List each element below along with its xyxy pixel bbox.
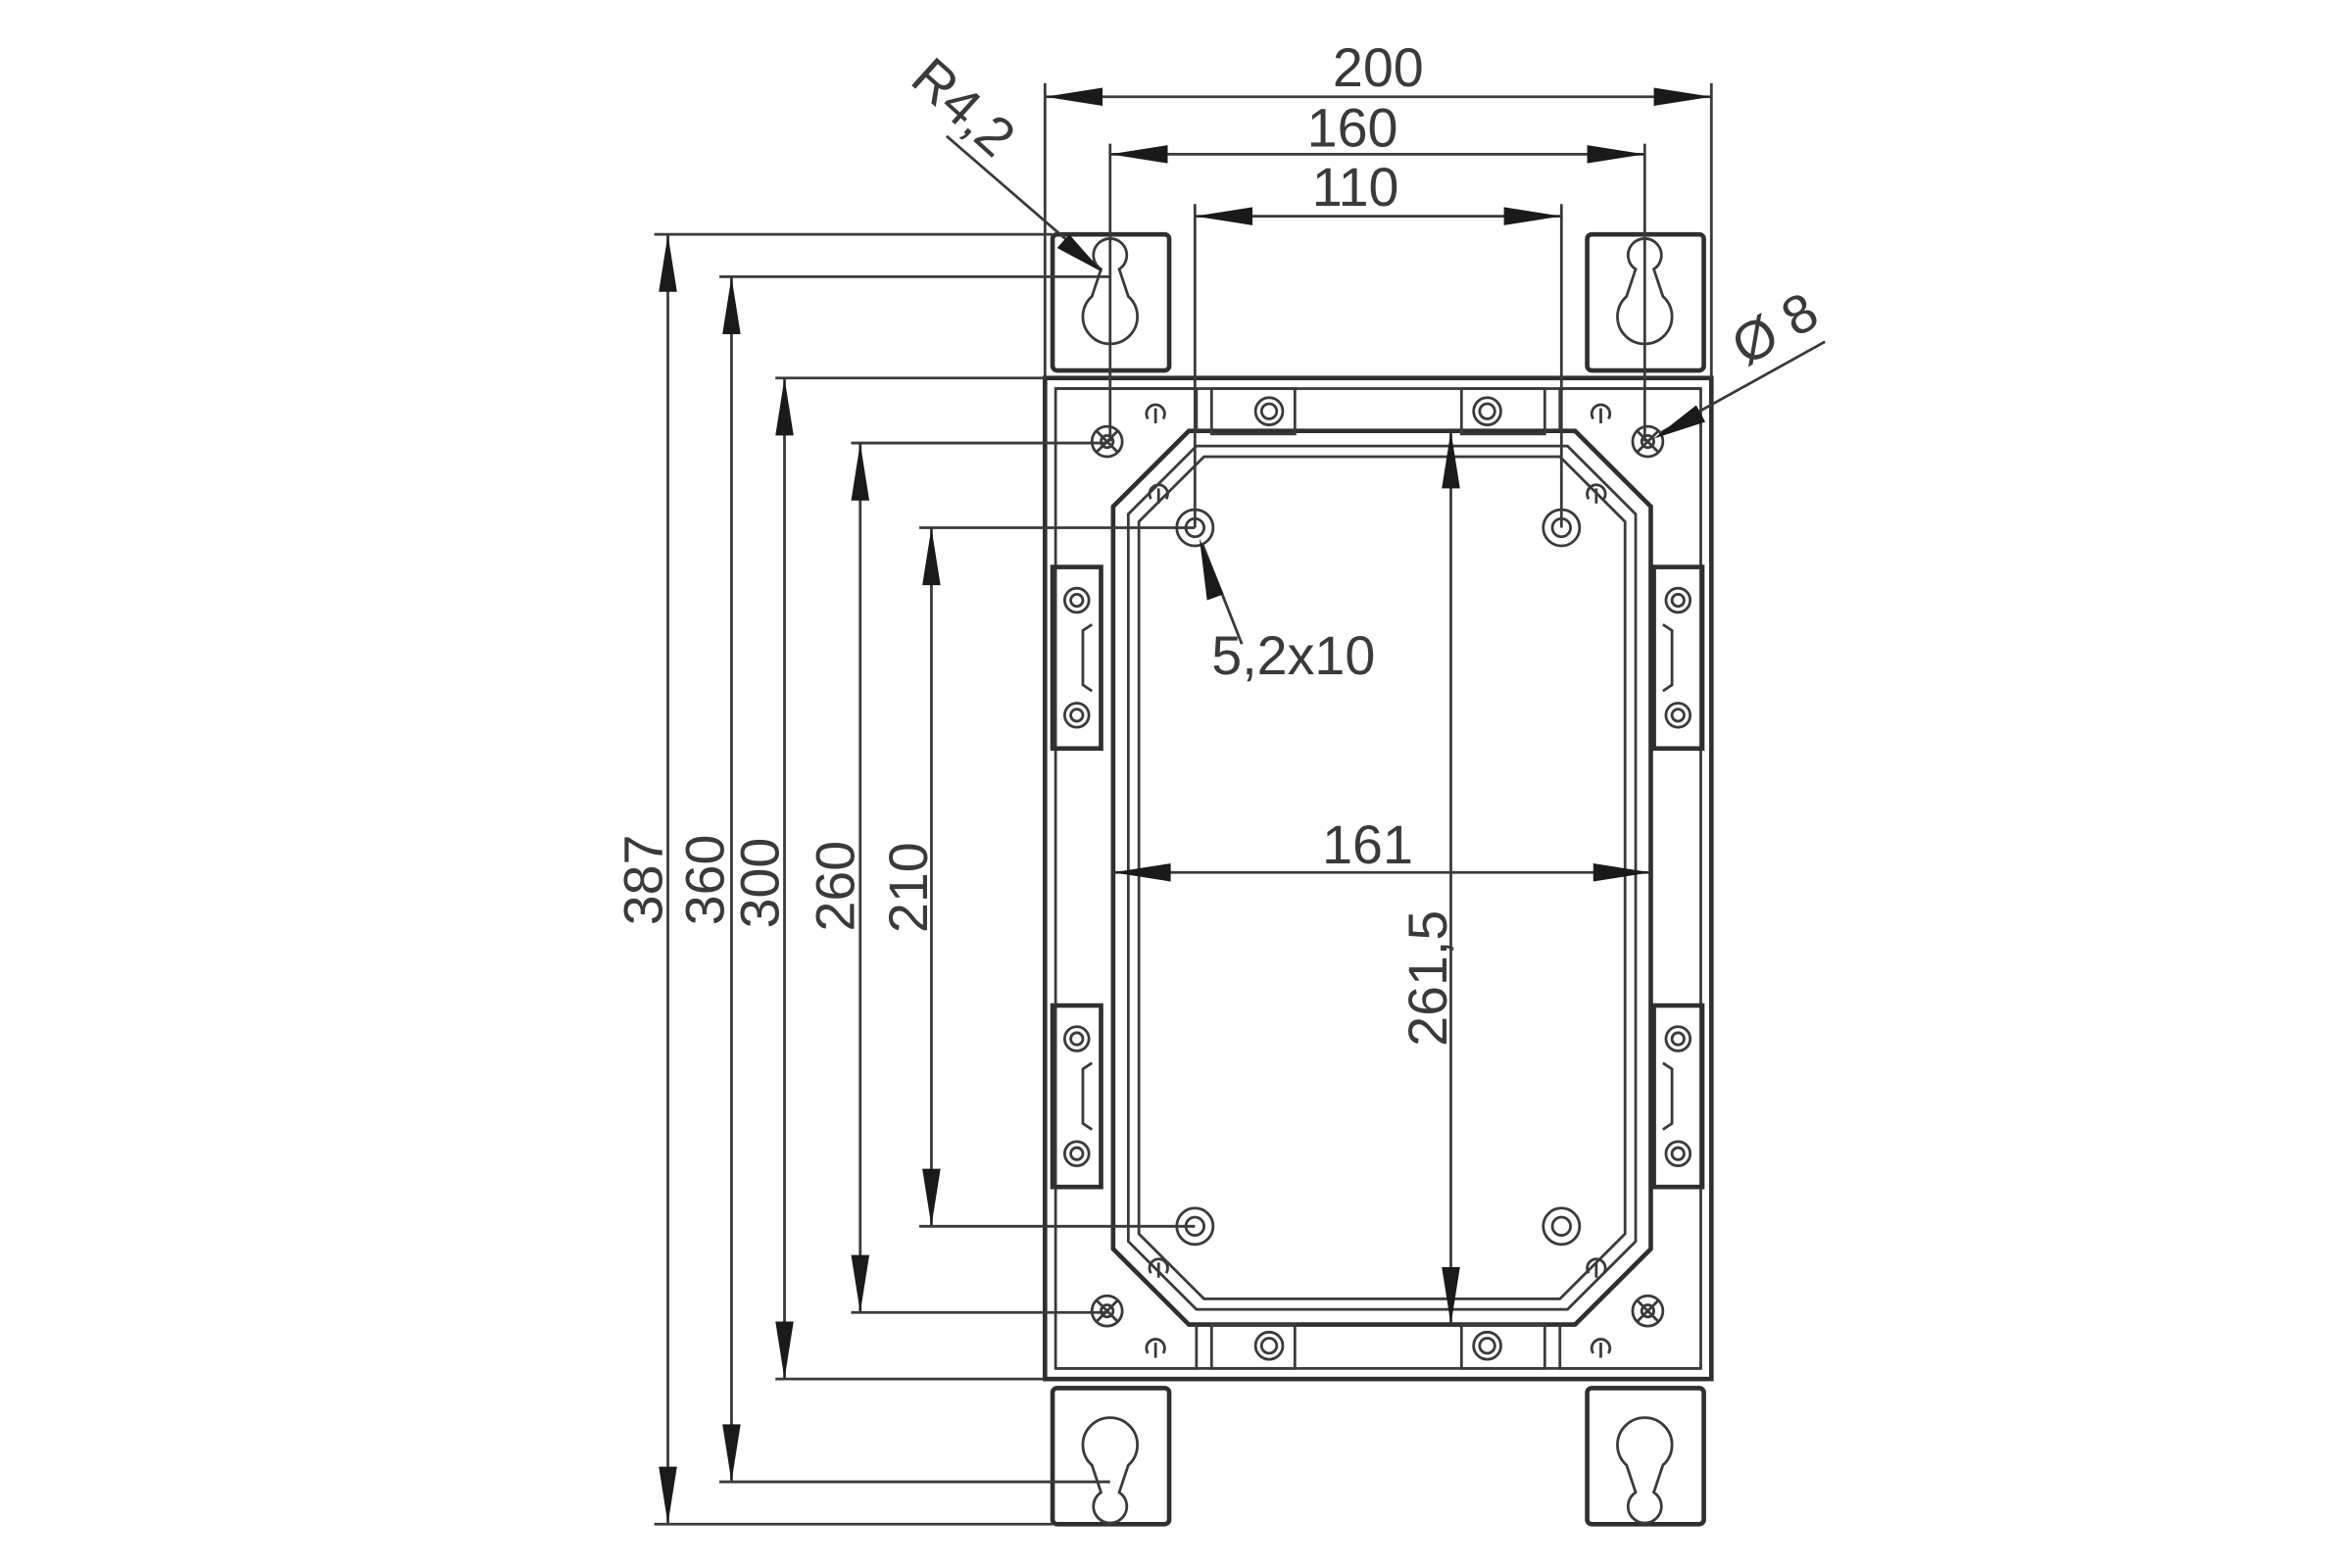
label-360: 360: [675, 835, 736, 926]
dimension-261-5: 261,5: [1397, 430, 1460, 1325]
label-260: 260: [806, 841, 866, 932]
clips: [1145, 403, 1612, 1359]
label-diameter-8: Ø 8: [1722, 280, 1829, 376]
enclosure-outline: [1043, 375, 1714, 1382]
mounting-foot-bottom-left: [1050, 1386, 1172, 1527]
dimension-210: 210: [878, 526, 1196, 1228]
edge-lugs: [1209, 387, 1546, 1370]
label-5-2x10: 5,2x10: [1211, 625, 1375, 686]
label-387: 387: [612, 835, 673, 926]
dimension-110: 110: [1193, 157, 1563, 528]
mounting-holes-8mm: [1090, 424, 1665, 1328]
label-161: 161: [1322, 814, 1413, 875]
dimension-260: 260: [806, 441, 1107, 1314]
callout-diameter-8: Ø 8: [1653, 280, 1829, 439]
label-200: 200: [1333, 37, 1424, 98]
dimension-360: 360: [675, 274, 1110, 1484]
dimension-161: 161: [1112, 814, 1651, 882]
mounting-foot-bottom-right: [1585, 1386, 1706, 1527]
label-110: 110: [1312, 157, 1399, 218]
dimension-200: 200: [1043, 37, 1713, 378]
label-300: 300: [729, 838, 790, 929]
dimension-300: 300: [729, 376, 1046, 1381]
callout-r4-2: R4,2: [901, 46, 1103, 272]
label-210: 210: [878, 842, 939, 933]
screw-holes: [1175, 508, 1582, 1247]
label-160: 160: [1307, 98, 1398, 159]
callout-5-2x10: 5,2x10: [1199, 538, 1375, 686]
dimension-387: 387: [612, 232, 1054, 1526]
dimension-160: 160: [1108, 98, 1646, 442]
label-261-5: 261,5: [1397, 910, 1458, 1047]
